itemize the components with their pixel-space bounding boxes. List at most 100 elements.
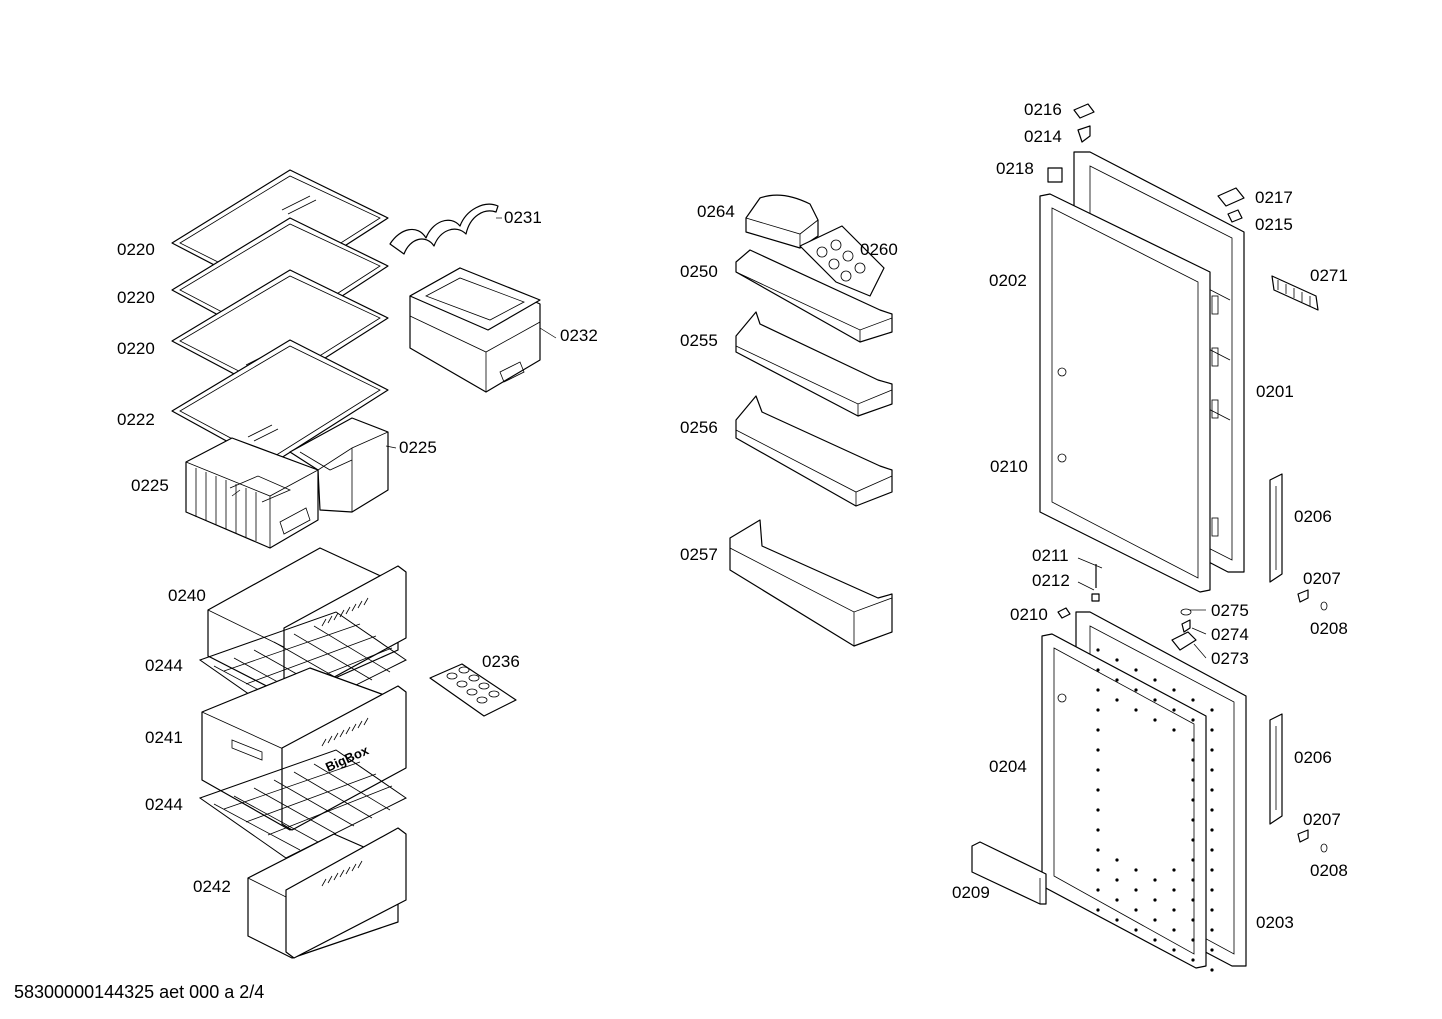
panel-dot — [1134, 908, 1138, 912]
panel-dot — [1191, 838, 1195, 842]
handle-0206-lower — [1269, 713, 1283, 825]
panel-dot — [1115, 698, 1119, 702]
panel-dot — [1210, 768, 1214, 772]
panel-dot — [1191, 718, 1195, 722]
door-shelf-0256 — [735, 395, 893, 507]
panel-dot — [1191, 798, 1195, 802]
label-0250: 0250 — [680, 262, 718, 281]
panel-dot — [1172, 888, 1176, 892]
panel-dot — [1172, 928, 1176, 932]
label-0232: 0232 — [560, 326, 598, 345]
ice-tray-0236 — [429, 663, 517, 717]
panel-dot — [1191, 758, 1195, 762]
label-0255: 0255 — [680, 331, 718, 350]
drawer-0241-bigbox: BigBox — [201, 667, 407, 831]
panel-dot — [1115, 658, 1119, 662]
label-0244-lower: 0244 — [145, 795, 183, 814]
panel-dot — [1096, 728, 1100, 732]
label-0257: 0257 — [680, 545, 718, 564]
label-0240: 0240 — [168, 586, 206, 605]
label-0208-upper: 0208 — [1310, 619, 1348, 638]
label-0206-lower: 0206 — [1294, 748, 1332, 767]
label-0260: 0260 — [860, 240, 898, 259]
lower-gasket-0204 — [1041, 633, 1207, 969]
label-0210-upper: 0210 — [990, 457, 1028, 476]
panel-dot — [1210, 928, 1214, 932]
panel-dot — [1096, 788, 1100, 792]
drawer-0242 — [247, 827, 407, 959]
label-0203: 0203 — [1256, 913, 1294, 932]
label-0220-third: 0220 — [117, 339, 155, 358]
label-0216: 0216 — [1024, 100, 1062, 119]
panel-dot — [1191, 958, 1195, 962]
panel-dot — [1153, 938, 1157, 942]
panel-dot — [1210, 968, 1214, 972]
dot-pattern-0203 — [1096, 648, 1214, 972]
label-0271: 0271 — [1310, 266, 1348, 285]
label-0211: 0211 — [1032, 546, 1069, 565]
panel-dot — [1172, 908, 1176, 912]
panel-dot — [1115, 898, 1119, 902]
panel-dot — [1191, 878, 1195, 882]
panel-dot — [1210, 848, 1214, 852]
panel-dot — [1172, 948, 1176, 952]
label-0220-top: 0220 — [117, 240, 155, 259]
label-0217: 0217 — [1255, 188, 1293, 207]
panel-dot — [1096, 648, 1100, 652]
panel-dot — [1115, 918, 1119, 922]
bottle-rack-0231 — [389, 203, 499, 255]
panel-dot — [1115, 878, 1119, 882]
panel-dot — [1153, 898, 1157, 902]
handle-0206-upper — [1269, 473, 1283, 583]
panel-dot — [1134, 708, 1138, 712]
label-0202: 0202 — [989, 271, 1027, 290]
label-0225-right: 0225 — [399, 438, 437, 457]
label-0218: 0218 — [996, 159, 1034, 178]
panel-dot — [1191, 818, 1195, 822]
label-0207-lower: 0207 — [1303, 810, 1341, 829]
panel-dot — [1210, 908, 1214, 912]
panel-dot — [1172, 708, 1176, 712]
panel-dot — [1210, 828, 1214, 832]
crisper-0225-left — [185, 437, 319, 549]
panel-dot — [1096, 748, 1100, 752]
label-0256: 0256 — [680, 418, 718, 437]
label-0222: 0222 — [117, 410, 155, 429]
label-0231: 0231 — [504, 208, 542, 227]
small-parts-top — [1047, 103, 1245, 223]
panel-dot — [1115, 858, 1119, 862]
panel-dot — [1191, 898, 1195, 902]
door-shelf-0257 — [729, 519, 893, 647]
panel-dot — [1172, 728, 1176, 732]
panel-dot — [1210, 788, 1214, 792]
label-0214: 0214 — [1024, 127, 1062, 146]
label-0212: 0212 — [1032, 571, 1070, 590]
panel-dot — [1134, 888, 1138, 892]
panel-dot — [1096, 868, 1100, 872]
panel-dot — [1096, 848, 1100, 852]
panel-dot — [1210, 748, 1214, 752]
panel-dot — [1134, 868, 1138, 872]
leader-lines — [231, 217, 1207, 659]
panel-dot — [1153, 698, 1157, 702]
label-0206-upper: 0206 — [1294, 507, 1332, 526]
panel-dot — [1153, 918, 1157, 922]
panel-dot — [1191, 778, 1195, 782]
panel-dot — [1153, 678, 1157, 682]
label-0204: 0204 — [989, 757, 1027, 776]
door-shelf-0250 — [735, 249, 893, 343]
panel-dot — [1096, 828, 1100, 832]
panel-dot — [1210, 888, 1214, 892]
label-0241: 0241 — [145, 728, 183, 747]
label-0236: 0236 — [482, 652, 520, 671]
panel-dot — [1191, 738, 1195, 742]
label-0215: 0215 — [1255, 215, 1293, 234]
label-0209: 0209 — [952, 883, 990, 902]
panel-dot — [1096, 808, 1100, 812]
label-0201: 0201 — [1256, 382, 1294, 401]
label-0275: 0275 — [1211, 601, 1249, 620]
panel-dot — [1134, 688, 1138, 692]
panel-dot — [1191, 918, 1195, 922]
screws-and-hardware — [1057, 564, 1328, 853]
